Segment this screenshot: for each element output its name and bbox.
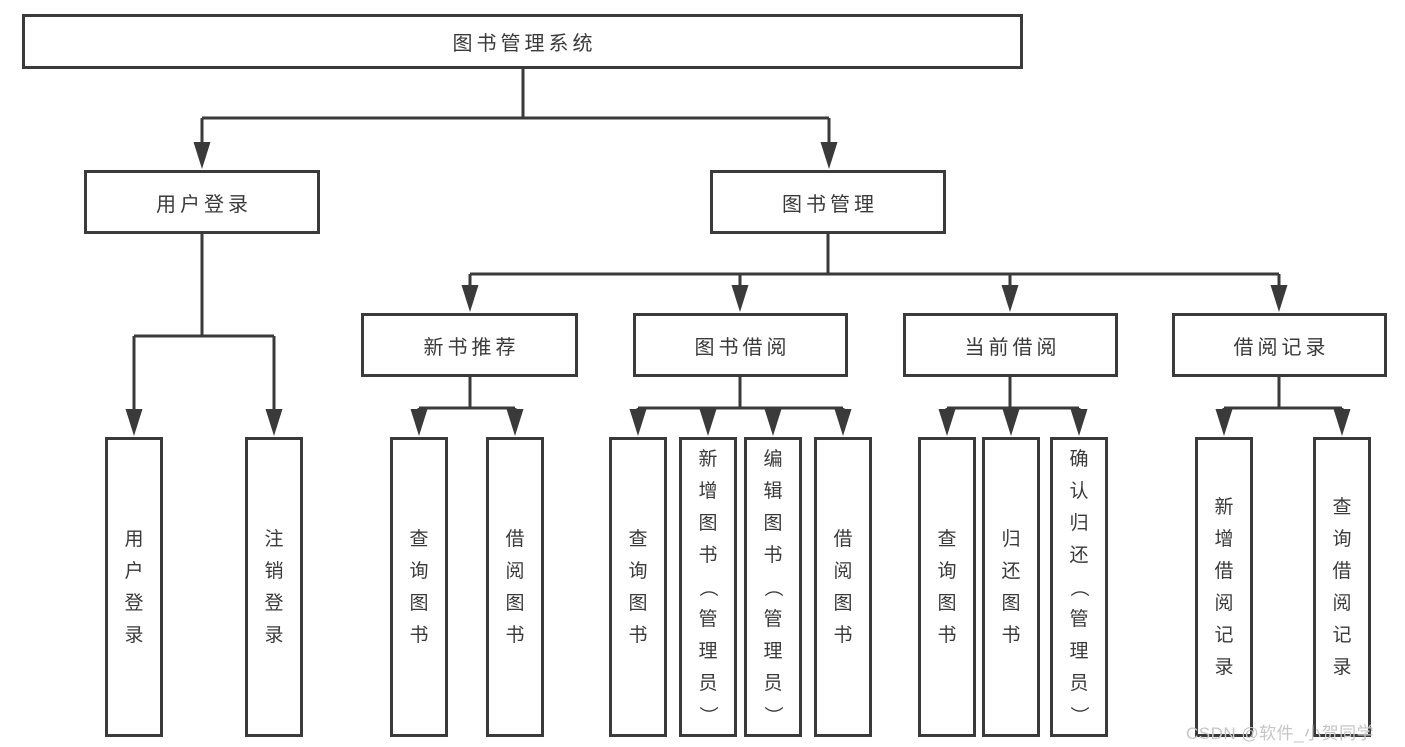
node-new-book-recommend: 新书推荐	[361, 313, 578, 377]
leaf-borrow-books-2: 借阅图书	[814, 437, 872, 737]
node-root: 图书管理系统	[22, 14, 1023, 69]
leaf-query-books-1: 查询图书	[390, 437, 448, 737]
leaf-logout: 注销登录	[245, 437, 303, 737]
leaf-confirm-return-admin: 确认归还（管理员）	[1050, 437, 1108, 737]
leaf-query-borrow-record: 查询借阅记录	[1313, 437, 1371, 737]
leaf-borrow-books-1: 借阅图书	[486, 437, 544, 737]
leaf-user-login: 用户登录	[105, 437, 163, 737]
node-book-management: 图书管理	[710, 170, 946, 234]
leaf-query-books-2: 查询图书	[609, 437, 667, 737]
leaf-add-borrow-record: 新增借阅记录	[1195, 437, 1253, 737]
node-book-borrow: 图书借阅	[633, 313, 848, 377]
node-user-login: 用户登录	[84, 170, 320, 234]
leaf-return-book: 归还图书	[982, 437, 1040, 737]
leaf-edit-book-admin: 编辑图书（管理员）	[744, 437, 802, 737]
node-borrow-records: 借阅记录	[1172, 313, 1387, 377]
arrowheads	[125, 142, 1351, 436]
leaf-add-book-admin: 新增图书（管理员）	[679, 437, 737, 737]
csdn-watermark: CSDN @软件_小贺同学	[1186, 724, 1375, 743]
leaf-query-books-3: 查询图书	[918, 437, 976, 737]
tree-edges	[132, 69, 1344, 412]
node-current-borrow: 当前借阅	[903, 313, 1118, 377]
